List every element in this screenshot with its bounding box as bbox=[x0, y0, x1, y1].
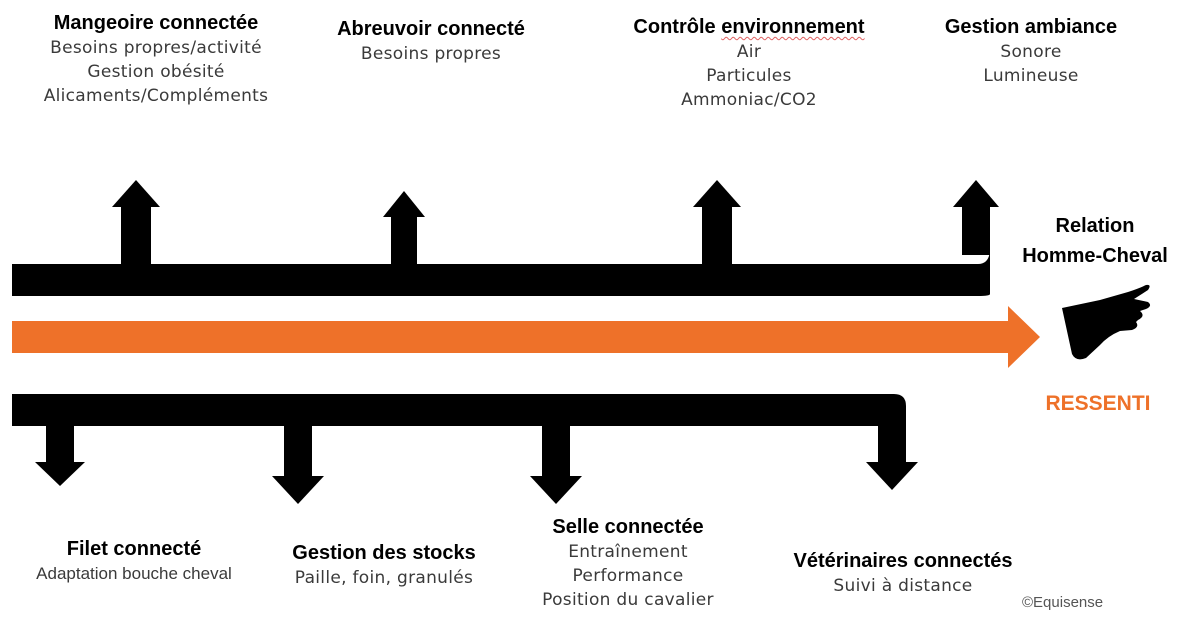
item-line: Gestion obésité bbox=[87, 62, 225, 82]
item-line: Lumineuse bbox=[983, 66, 1079, 86]
ressenti-arrow bbox=[12, 306, 1040, 368]
item-line: Particules bbox=[706, 66, 792, 86]
bottom-item-stocks: Gestion des stocks Paille, foin, granulé… bbox=[256, 540, 512, 590]
item-line: Suivi à distance bbox=[833, 576, 973, 596]
item-line: Besoins propres bbox=[360, 44, 502, 64]
item-line: Entraînement bbox=[568, 542, 688, 562]
item-line: Adaptation bouche cheval bbox=[36, 564, 232, 583]
spellcheck-word: environnement bbox=[721, 16, 865, 38]
top-item-ambiance: Gestion ambiance Sonore Lumineuse bbox=[904, 14, 1158, 88]
bottom-pipe bbox=[12, 394, 906, 466]
bottom-branch-arrows bbox=[35, 420, 918, 504]
relation-label: Relation Homme-Cheval bbox=[1000, 211, 1190, 271]
pointing-hand-icon bbox=[1062, 284, 1151, 360]
top-branch-arrows bbox=[112, 180, 999, 267]
item-title: Vétérinaires connectés bbox=[793, 550, 1013, 572]
item-title: Contrôle environnement bbox=[584, 14, 914, 40]
copyright-text: ©Equisense bbox=[1022, 594, 1104, 611]
item-line: Besoins propres/activité bbox=[50, 38, 262, 58]
relation-line-1: Relation bbox=[1055, 215, 1135, 237]
ressenti-label: RESSENTI bbox=[1045, 392, 1151, 415]
bottom-item-selle: Selle connectée Entraînement Performance… bbox=[498, 514, 758, 612]
top-item-abreuvoir: Abreuvoir connecté Besoins propres bbox=[304, 16, 558, 66]
item-title: Selle connectée bbox=[552, 516, 704, 538]
top-item-mangeoire: Mangeoire connectée Besoins propres/acti… bbox=[4, 10, 308, 108]
item-title: Gestion des stocks bbox=[292, 542, 476, 564]
item-line: Performance bbox=[572, 566, 684, 586]
item-title: Filet connecté bbox=[66, 538, 202, 560]
relation-line-2: Homme-Cheval bbox=[1022, 245, 1168, 267]
top-item-controle: Contrôle environnement Air Particules Am… bbox=[584, 14, 914, 112]
item-title: Gestion ambiance bbox=[944, 16, 1118, 38]
item-title-text: Contrôle environnement bbox=[633, 16, 865, 38]
item-line: Paille, foin, granulés bbox=[294, 568, 474, 588]
item-line: Position du cavalier bbox=[542, 590, 714, 610]
item-title: Abreuvoir connecté bbox=[337, 18, 525, 40]
bottom-item-filet: Filet connecté Adaptation bouche cheval bbox=[2, 536, 266, 586]
item-line: Air bbox=[736, 42, 762, 62]
item-line: Ammoniac/CO2 bbox=[681, 90, 817, 110]
item-line: Sonore bbox=[1000, 42, 1062, 62]
item-title: Mangeoire connectée bbox=[53, 12, 259, 34]
top-pipe bbox=[12, 248, 990, 296]
item-line: Alicaments/Compléments bbox=[43, 86, 269, 106]
bottom-item-veterinaires: Vétérinaires connectés Suivi à distance bbox=[752, 548, 1054, 598]
